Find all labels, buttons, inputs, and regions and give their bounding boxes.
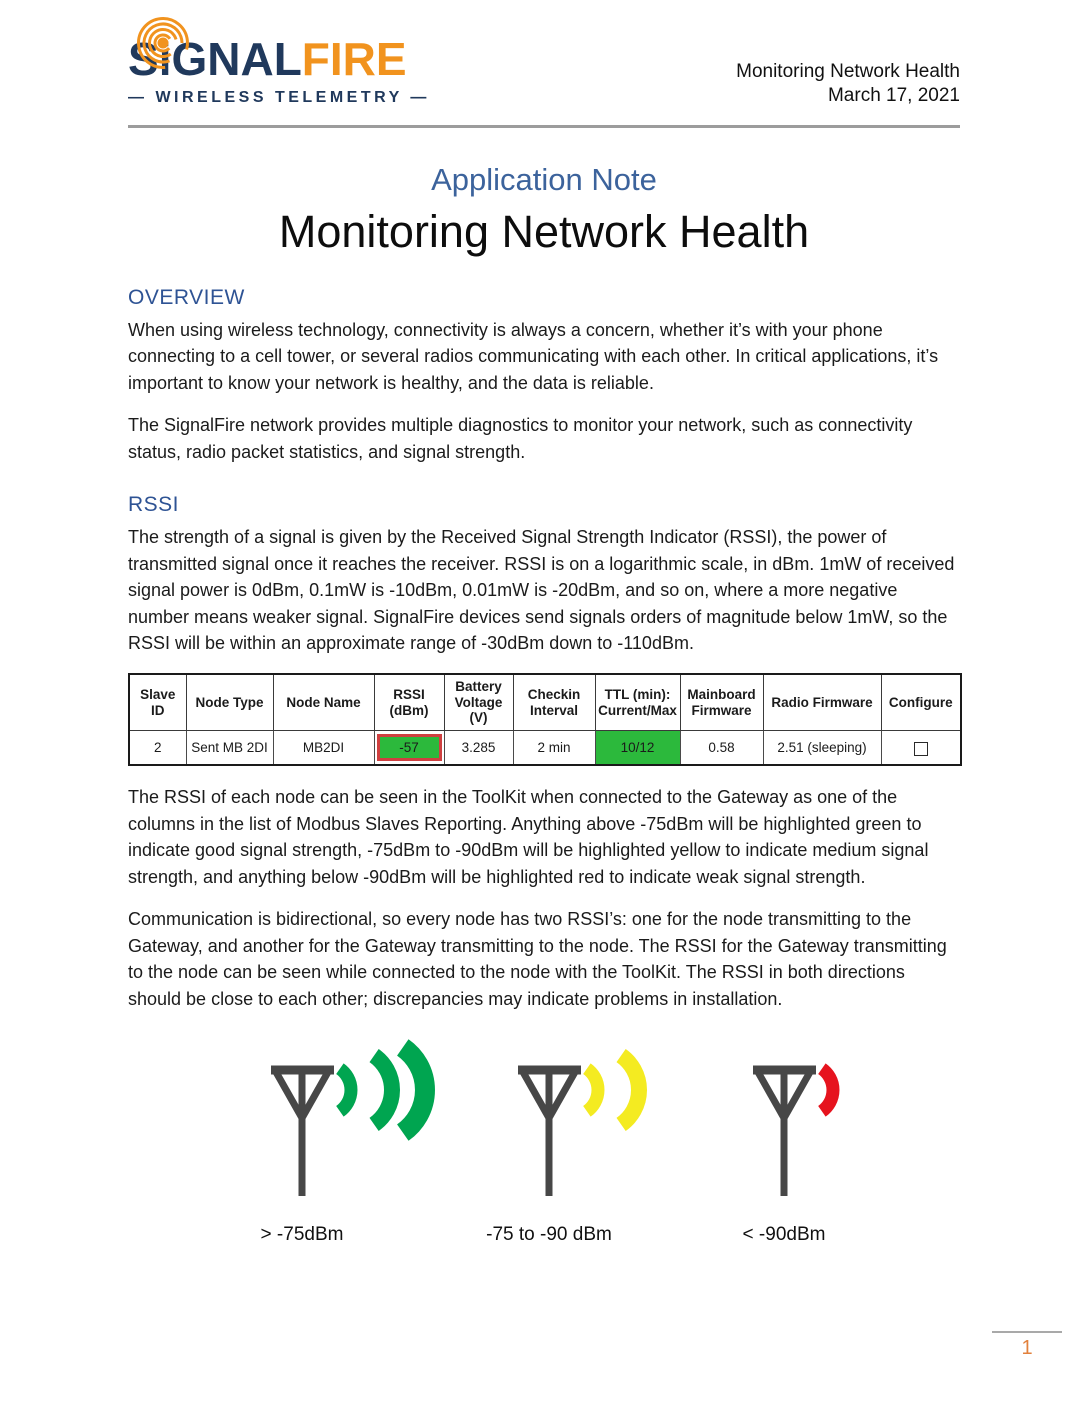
antenna-figure-weak: < -90dBm [743, 1038, 952, 1245]
col-node-name: Node Name [272, 673, 375, 732]
rssi-heading: RSSI [128, 493, 180, 517]
rssi-paragraph-3: Communication is bidirectional, so every… [128, 909, 947, 1009]
logo-part-s: S [128, 33, 159, 85]
col-configure: Configure [880, 673, 962, 732]
document-title: Monitoring Network Health [278, 205, 810, 257]
col-node-type: Node Type [185, 673, 274, 732]
document-kicker: Application Note [431, 161, 657, 197]
cell-configure [880, 730, 962, 766]
header-doc-date: March 17, 2021 [827, 85, 960, 107]
overview-paragraph-2: The SignalFire network provides multiple… [128, 415, 913, 462]
cell-rssi: -57 [373, 730, 445, 766]
signalfire-logo: SiGNALFIRE — WIRELESS TELEMETRY — [128, 17, 430, 107]
antenna-weak-signal-icon [753, 1063, 840, 1197]
header-doc-title: Monitoring Network Health [736, 61, 960, 82]
page-number: 1 [1021, 1337, 1033, 1359]
antenna-figure-good: > -75dBm [261, 1038, 470, 1245]
col-radio-firmware: Radio Firmware [762, 673, 882, 732]
signal-strength-figures: > -75dBm -75 to -90 dBm [128, 1038, 960, 1290]
signal-label-good: > -75dBm [260, 1224, 344, 1246]
cell-mainboard-firmware: 0.58 [679, 730, 764, 766]
logo-part-fire: FIRE [301, 33, 407, 85]
col-checkin-interval: Checkin Interval [512, 673, 596, 732]
overview-heading: OVERVIEW [128, 285, 245, 309]
rssi-paragraph-2: The RSSI of each node can be seen in the… [128, 787, 929, 887]
page-footer: 1 [992, 1331, 1062, 1360]
signal-label-medium: -75 to -90 dBm [486, 1224, 612, 1246]
col-ttl: TTL (min): Current/Max [594, 673, 681, 732]
signalfire-wordmark: SiGNALFIRE [128, 17, 407, 85]
cell-node-name: MB2DI [272, 730, 375, 766]
cell-radio-firmware: 2.51 (sleeping) [762, 730, 882, 766]
header-divider [128, 124, 960, 128]
cell-ttl: 10/12 [594, 730, 681, 766]
table-row: 2 Sent MB 2DI MB2DI -57 3.285 2 min 10/1… [128, 730, 962, 766]
col-rssi: RSSI (dBm) [373, 673, 445, 732]
col-mainboard-firmware: Mainboard Firmware [679, 673, 764, 732]
cell-slave-id: 2 [128, 730, 187, 766]
signal-label-weak: < -90dBm [742, 1224, 826, 1246]
page-header: SiGNALFIRE — WIRELESS TELEMETRY — Monito… [0, 0, 1088, 109]
col-slave-id: Slave ID [128, 673, 187, 732]
configure-checkbox[interactable] [913, 741, 928, 756]
logo-tagline: — WIRELESS TELEMETRY — [128, 89, 430, 106]
antenna-medium-signal-icon [518, 1049, 647, 1197]
cell-checkin-interval: 2 min [512, 730, 596, 766]
rssi-paragraph-1: The strength of a signal is given by the… [128, 527, 955, 654]
logo-part-gnal: GNAL [171, 33, 302, 85]
overview-paragraph-1: When using wireless technology, connecti… [128, 319, 939, 393]
footer-divider [992, 1331, 1062, 1333]
logo-part-i: i [158, 33, 172, 85]
col-battery-voltage: Battery Voltage (V) [443, 673, 514, 732]
header-meta: Monitoring Network Health March 17, 2021 [736, 36, 960, 109]
cell-node-type: Sent MB 2DI [185, 730, 274, 766]
table-header-row: Slave ID Node Type Node Name RSSI (dBm) … [128, 673, 962, 732]
document-body: OVERVIEW When using wireless technology,… [0, 286, 1088, 1291]
toolkit-table: Slave ID Node Type Node Name RSSI (dBm) … [128, 672, 962, 767]
antenna-good-signal-icon [271, 1039, 435, 1197]
cell-battery-voltage: 3.285 [443, 730, 514, 766]
antenna-figure-medium: -75 to -90 dBm [486, 1038, 717, 1245]
rssi-value-highlight: -57 [376, 734, 442, 762]
